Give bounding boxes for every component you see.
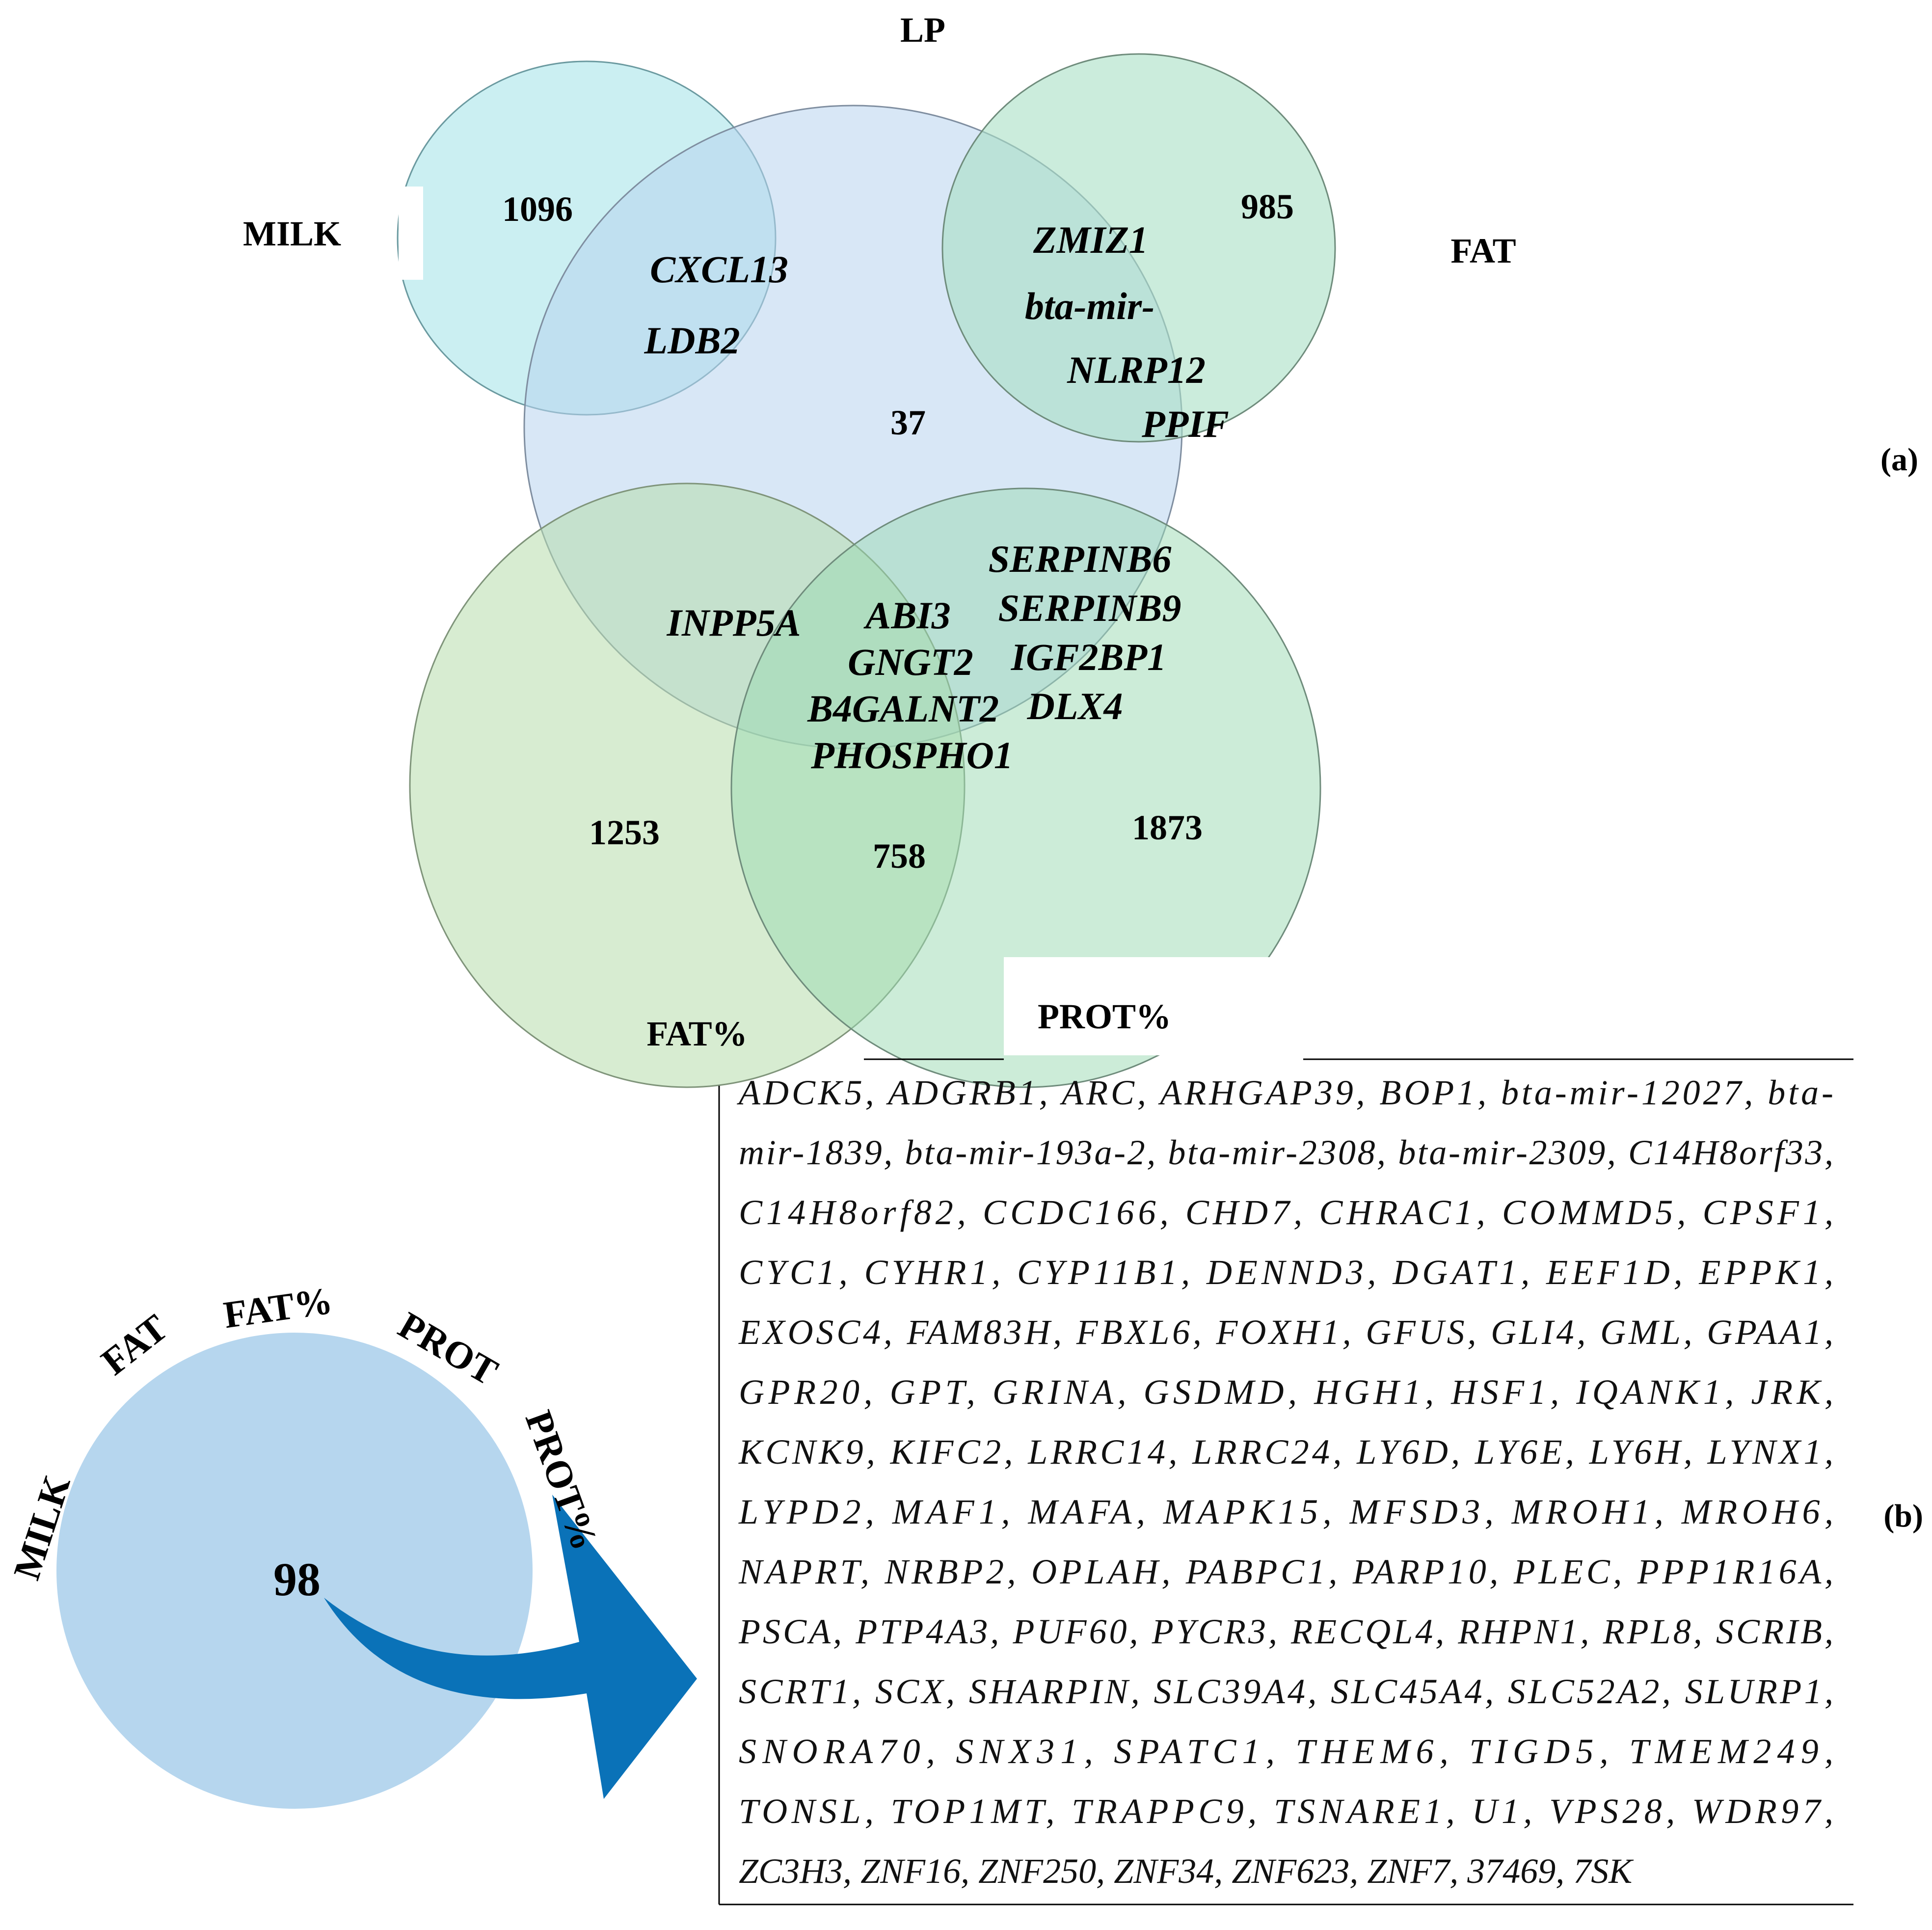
gene-bta-mir: bta-mir- <box>1025 285 1154 327</box>
gene-serpinb9: SERPINB9 <box>998 587 1181 629</box>
gene-dlx4: DLX4 <box>1027 685 1123 727</box>
gene-ldb2: LDB2 <box>644 319 740 362</box>
gene-nlrp12: NLRP12 <box>1067 348 1206 391</box>
gene-list-line: PSCA, PTP4A3, PUF60, PYCR3, RECQL4, RHPN… <box>738 1612 1833 1651</box>
fat-circle <box>941 53 1336 443</box>
panel-label-a: (a) <box>1880 442 1918 478</box>
gene-list: ADCK5, ADGRB1, ARC, ARHGAP39, BOP1, bta-… <box>737 1073 1833 1891</box>
panel-label-b: (b) <box>1883 1498 1923 1534</box>
set-label-fat: FAT <box>1450 231 1516 270</box>
gene-igf2bp1: IGF2BP1 <box>1011 636 1166 678</box>
gene-b4galnt2: B4GALNT2 <box>807 687 999 730</box>
gene-list-line: GPR20, GPT, GRINA, GSDMD, HGH1, HSF1, IQ… <box>739 1372 1833 1412</box>
gene-list-line: LYPD2, MAF1, MAFA, MAPK15, MFSD3, MROH1,… <box>738 1492 1833 1531</box>
gene-phospho1: PHOSPHO1 <box>810 734 1013 777</box>
count-milk-only: 1096 <box>502 189 573 229</box>
gene-list-line: NAPRT, NRBP2, OPLAH, PABPC1, PARP10, PLE… <box>738 1552 1833 1591</box>
gene-list-line: EXOSC4, FAM83H, FBXL6, FOXH1, GFUS, GLI4… <box>738 1313 1833 1352</box>
gene-serpinb6: SERPINB6 <box>989 537 1172 580</box>
gene-list-line: ADCK5, ADGRB1, ARC, ARHGAP39, BOP1, bta-… <box>737 1073 1833 1112</box>
gene-inpp5a: INPP5A <box>667 601 801 644</box>
label-gap-bottom <box>1004 957 1303 1055</box>
gene-list-line: CYC1, CYHR1, CYP11B1, DENND3, DGAT1, EEF… <box>739 1253 1833 1292</box>
gene-list-line: KCNK9, KIFC2, LRRC14, LRRC24, LY6D, LY6E… <box>738 1432 1833 1472</box>
gene-zmiz1: ZMIZ1 <box>1033 218 1148 261</box>
count-fat-pct-only: 1253 <box>589 813 660 852</box>
gene-list-line: mir-1839, bta-mir-193a-2, bta-mir-2308, … <box>739 1133 1833 1172</box>
gene-ppif: PPIF <box>1141 402 1229 445</box>
arc-label-fat: FAT <box>93 1306 175 1383</box>
set-label-prot-pct: PROT% <box>1038 997 1171 1036</box>
gene-list-line: SNORA70, SNX31, SPATC1, THEM6, TIGD5, TM… <box>739 1732 1833 1771</box>
set-label-fat-pct: FAT% <box>646 1014 747 1053</box>
arc-label-prot-pct: PROT% <box>517 1405 607 1556</box>
prot-pct-circle <box>730 487 1321 1088</box>
gene-cxcl13: CXCL13 <box>650 248 788 291</box>
gene-list-line: TONSL, TOP1MT, TRAPPC9, TSNARE1, U1, VPS… <box>739 1792 1833 1831</box>
intersection-count: 98 <box>273 1553 321 1606</box>
set-label-lp: LP <box>900 10 945 50</box>
panel-b: 98 MILK FAT FAT% PROT PROT% ADCK5, ADGRB… <box>5 1058 1923 1905</box>
venn-diagram-a: LP MILK FAT FAT% PROT% 1096 985 37 1253 … <box>243 10 1918 1088</box>
gene-list-line: ZC3H3, ZNF16, ZNF250, ZNF34, ZNF623, ZNF… <box>739 1851 1634 1891</box>
count-fat-only: 985 <box>1241 187 1294 226</box>
gene-gngt2: GNGT2 <box>848 641 973 683</box>
arrow-to-gene-list <box>324 1495 697 1799</box>
count-lp-only: 37 <box>890 403 926 442</box>
count-prot-pct-only: 1873 <box>1132 808 1203 847</box>
gene-abi3: ABI3 <box>863 594 950 637</box>
gene-list-line: SCRT1, SCX, SHARPIN, SLC39A4, SLC45A4, S… <box>739 1672 1833 1711</box>
gene-list-line: C14H8orf82, CCDC166, CHD7, CHRAC1, COMMD… <box>739 1193 1833 1232</box>
intersection-circle <box>56 1333 533 1809</box>
count-fatpct-protpct: 758 <box>873 836 926 876</box>
set-label-milk: MILK <box>243 214 341 253</box>
label-gap-left <box>399 187 423 280</box>
arc-label-fat-pct: FAT% <box>221 1279 335 1336</box>
